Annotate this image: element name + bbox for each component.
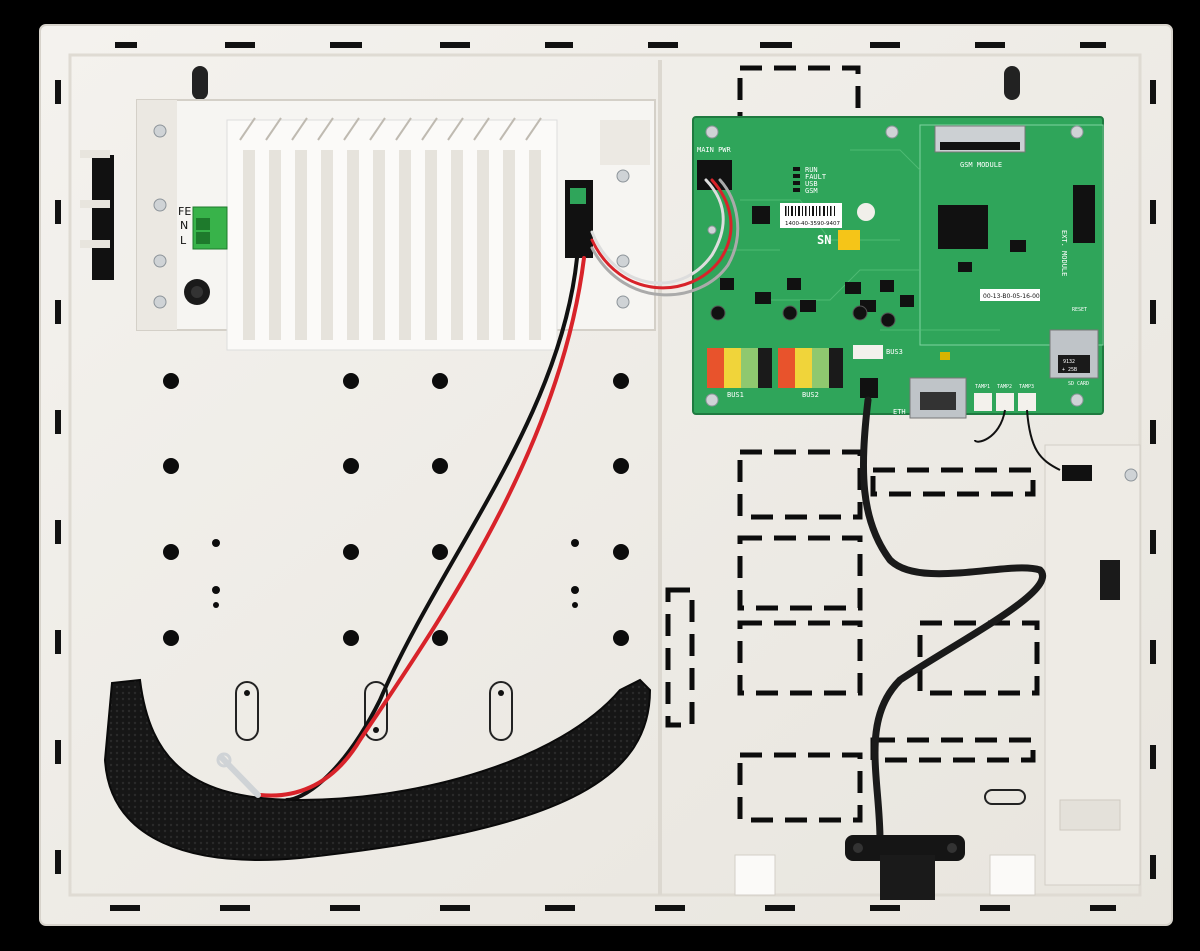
tamper-wires — [974, 409, 1061, 471]
tamper-bracket — [1044, 444, 1141, 886]
terminal-label-n: N — [180, 219, 188, 232]
sim-size: + 25B — [1062, 367, 1077, 373]
bus1-label: BUS1 — [727, 391, 744, 399]
sn-sticker — [838, 230, 860, 250]
led-label-gsm: GSM — [805, 187, 818, 195]
main-pwr-label: MAIN PWR — [697, 146, 732, 154]
tamp1-label: TAMP1 — [975, 384, 990, 390]
barcode-text: 1400-40-3590-9407 — [785, 221, 840, 227]
mac-text: 00-13-B0-05-16-00 — [983, 293, 1040, 300]
mac-sticker — [980, 289, 1040, 301]
led-label-usb: USB — [805, 180, 818, 188]
gsm-module-chip — [938, 205, 988, 249]
reset-label: RESET — [1072, 307, 1087, 313]
ext-module-header — [1073, 185, 1095, 243]
power-supply-unit: FE N L — [136, 99, 656, 351]
ring-terminal — [216, 752, 261, 798]
usb-cable — [859, 396, 1046, 844]
sd-card-label: SD CARD — [1068, 381, 1089, 387]
terminal-label-l: L — [180, 234, 187, 247]
tamp3-label: TAMP3 — [1019, 384, 1034, 390]
ext-module-label: EXT. MODULE — [1060, 230, 1068, 276]
mounting-holes — [163, 373, 629, 646]
led-label-run: RUN — [805, 166, 818, 174]
tamp2-label: TAMP2 — [997, 384, 1012, 390]
cable-tie-mount — [845, 835, 965, 900]
bus2-terminal — [778, 348, 843, 388]
bus2-label: BUS2 — [802, 391, 819, 399]
control-board: RUN FAULT USB GSM MAIN PWR GSM MODULE EX… — [692, 116, 1104, 419]
eth-label: ETH — [893, 408, 906, 416]
gsm-module-label: GSM MODULE — [960, 161, 1002, 169]
sim-text: 9132 — [1063, 359, 1075, 365]
psu-to-board-cable — [590, 178, 740, 297]
bus3-label: BUS3 — [886, 348, 903, 356]
strap-slots — [235, 681, 513, 741]
led-label-fault: FAULT — [805, 173, 827, 181]
barcode-sticker — [780, 203, 842, 228]
battery-wires — [258, 256, 586, 802]
main-power-connector — [697, 160, 732, 190]
usb-port — [860, 378, 878, 398]
terminal-label-fe: FE — [178, 205, 191, 218]
velcro-strap — [103, 678, 652, 861]
bus3-connector — [853, 345, 883, 359]
sn-label: SN — [817, 233, 831, 247]
bus1-terminal — [707, 348, 772, 388]
